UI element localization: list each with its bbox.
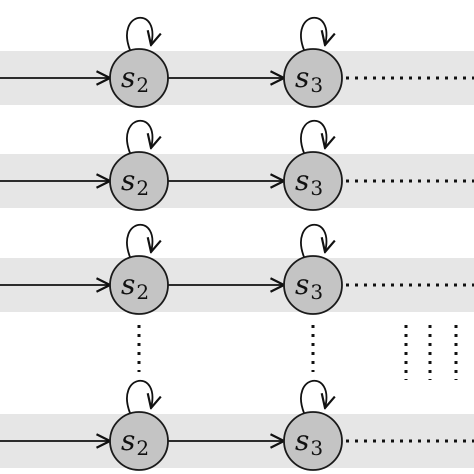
state-node-s2: s2 — [109, 16, 169, 108]
vertical-ellipsis — [137, 325, 458, 380]
self-loop — [300, 223, 326, 258]
state-circle — [283, 411, 343, 471]
rows-layer: s2 s3 s2 s3 s2 s3 s2 s3 — [0, 16, 474, 471]
state-node-s2: s2 — [109, 119, 169, 211]
state-node-s3: s3 — [283, 379, 343, 471]
state-node-s3: s3 — [283, 223, 343, 315]
self-loop — [126, 379, 152, 414]
state-node-s2: s2 — [109, 223, 169, 315]
row-3: s2 s3 — [0, 223, 474, 315]
state-subscript: 3 — [310, 436, 323, 460]
state-circle — [109, 411, 169, 471]
self-loop — [126, 16, 152, 51]
state-subscript: 2 — [136, 280, 149, 304]
self-loop — [126, 119, 152, 154]
state-circle — [109, 255, 169, 315]
state-subscript: 3 — [310, 280, 323, 304]
state-circle — [283, 255, 343, 315]
state-subscript: 2 — [136, 436, 149, 460]
state-circle — [283, 151, 343, 211]
state-node-s2: s2 — [109, 379, 169, 471]
state-subscript: 3 — [310, 73, 323, 97]
self-loop — [300, 119, 326, 154]
row-4: s2 s3 — [0, 379, 474, 471]
row-2: s2 s3 — [0, 119, 474, 211]
state-subscript: 2 — [136, 73, 149, 97]
self-loop — [300, 16, 326, 51]
state-label: s3 — [295, 424, 323, 460]
state-subscript: 3 — [310, 176, 323, 200]
state-circle — [109, 48, 169, 108]
self-loop — [126, 223, 152, 258]
state-node-s3: s3 — [283, 16, 343, 108]
row-1: s2 s3 — [0, 16, 474, 108]
state-circle — [109, 151, 169, 211]
self-loop — [300, 379, 326, 414]
state-subscript: 2 — [136, 176, 149, 200]
state-node-s3: s3 — [283, 119, 343, 211]
state-label: s2 — [121, 61, 149, 97]
state-circle — [283, 48, 343, 108]
